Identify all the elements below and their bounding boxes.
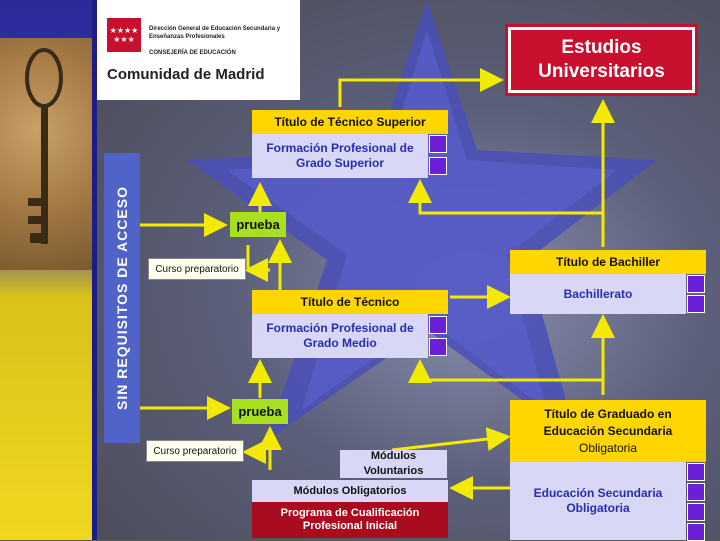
eso-line2: Obligatoria [566, 501, 630, 515]
bachillerato: Bachillerato [510, 274, 686, 314]
estudios-universitarios-box: Estudios Universitarios [505, 24, 698, 96]
module-square [429, 135, 447, 153]
fp-grado-superior: Formación Profesional de Grado Superior [252, 134, 428, 178]
universitarios-line2: Universitarios [538, 61, 665, 82]
graduado-line3: Obligatoria [578, 440, 638, 455]
module-square [687, 463, 705, 481]
graduado-line2: Educación Secundaria [543, 423, 673, 438]
curso-preparatorio-top: Curso preparatorio [148, 258, 246, 280]
fp-superior-line2: Grado Superior [295, 156, 384, 170]
module-square [429, 157, 447, 175]
org-line-1: Dirección General de Educación Secundari… [149, 26, 281, 32]
pcpi-box: Programa de Cualificación Profesional In… [252, 502, 448, 538]
curso-preparatorio-bottom: Curso preparatorio [146, 440, 244, 462]
org-line-3: CONSEJERÍA DE EDUCACIÓN [149, 50, 236, 56]
module-square [687, 483, 705, 501]
titulo-graduado-eso: Título de Graduado en Educación Secundar… [510, 400, 706, 462]
prueba-top: prueba [230, 212, 286, 237]
modulos-voluntarios: Módulos Voluntarios [340, 450, 447, 478]
titulo-bachiller: Título de Bachiller [510, 250, 706, 274]
brand-name: Comunidad de Madrid [107, 66, 265, 83]
prueba-bottom: prueba [232, 399, 288, 424]
titulo-tecnico: Título de Técnico [252, 290, 448, 314]
fp-medio-line2: Grado Medio [303, 336, 377, 350]
universitarios-line1: Estudios [561, 37, 642, 58]
educacion-secundaria-obligatoria: Educación Secundaria Obligatoria [510, 462, 686, 540]
module-square [687, 523, 705, 541]
org-line-2: Enseñanzas Profesionales [149, 34, 225, 40]
modulos-obligatorios: Módulos Obligatorios [252, 480, 448, 502]
fp-grado-medio: Formación Profesional de Grado Medio [252, 314, 428, 358]
graduado-line1: Título de Graduado en [544, 406, 672, 421]
module-square [687, 275, 705, 293]
eso-line1: Educación Secundaria [533, 486, 663, 500]
module-square [687, 503, 705, 521]
header-logo: ★★★★★★★ Dirección General de Educación S… [97, 0, 300, 100]
module-square [429, 316, 447, 334]
module-square [687, 295, 705, 313]
fp-medio-line1: Formación Profesional de [266, 321, 414, 335]
pcpi-line1: Programa de Cualificación [280, 507, 420, 519]
titulo-tecnico-superior: Título de Técnico Superior [252, 110, 448, 134]
key-photo [0, 38, 92, 270]
pcpi-line2: Profesional Inicial [302, 520, 398, 532]
madrid-flag-icon: ★★★★★★★ [107, 18, 141, 52]
vertical-label: SIN REQUISITOS DE ACCESO [104, 153, 140, 443]
divider [92, 0, 97, 540]
fp-superior-line1: Formación Profesional de [266, 141, 414, 155]
module-square [429, 338, 447, 356]
